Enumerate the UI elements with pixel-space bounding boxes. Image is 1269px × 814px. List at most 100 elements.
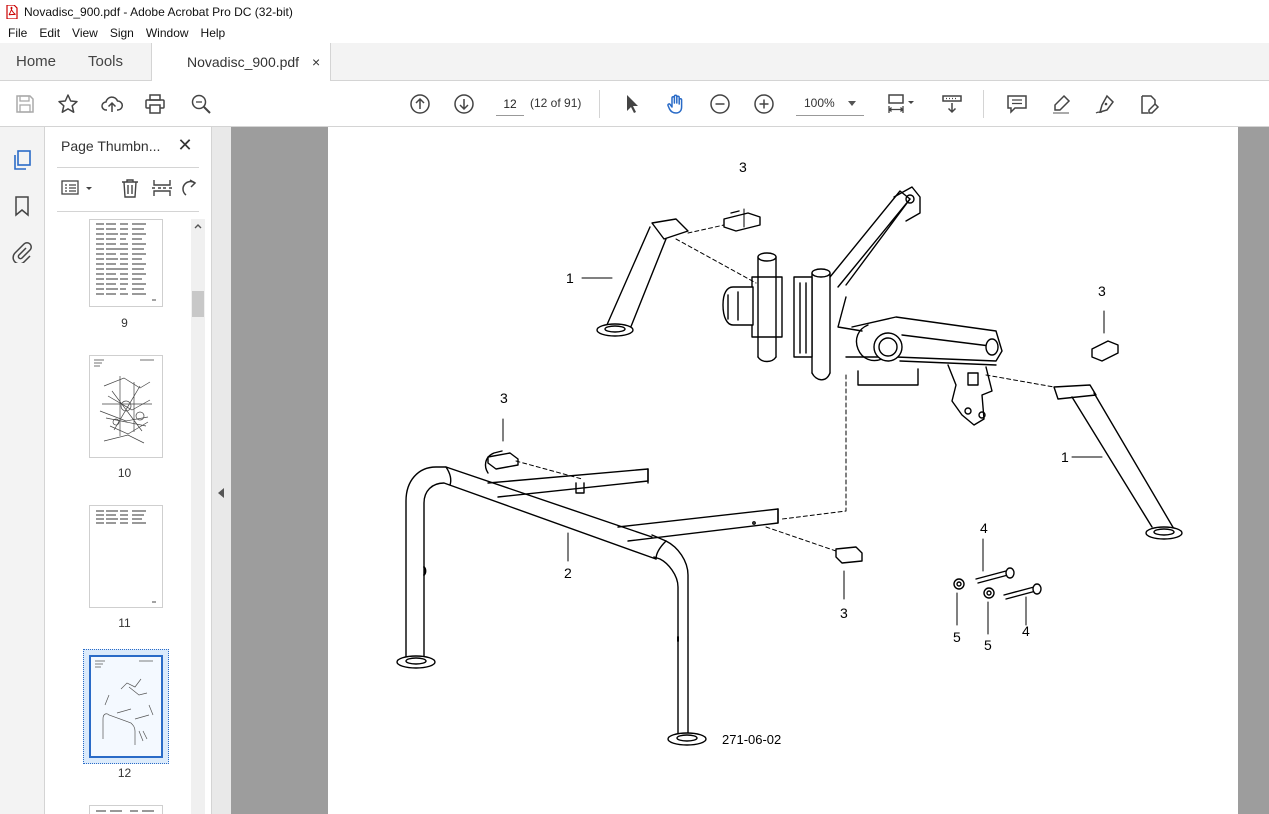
- menu-help[interactable]: Help: [200, 26, 226, 40]
- highlight-button[interactable]: [1049, 92, 1073, 116]
- callout-4-lower: 4: [1022, 623, 1030, 639]
- rotate-icon[interactable]: [181, 177, 199, 199]
- menu-edit[interactable]: Edit: [39, 26, 61, 40]
- thumbnail-page-11[interactable]: [89, 505, 163, 608]
- highlight-pen-icon: [1053, 94, 1071, 114]
- tab-tools[interactable]: Tools: [88, 53, 124, 70]
- menu-view[interactable]: View: [72, 26, 98, 40]
- bookmarks-button[interactable]: [9, 193, 35, 219]
- tab-document[interactable]: Novadisc_900.pdf ×: [151, 43, 331, 82]
- sign-pen-icon: [1095, 94, 1114, 114]
- toolbar: (12 of 91) 100%: [0, 81, 1269, 127]
- menu-sign[interactable]: Sign: [109, 26, 134, 40]
- tab-close-button[interactable]: ×: [312, 54, 321, 70]
- menu-file[interactable]: File: [8, 26, 28, 40]
- zoom-in-button[interactable]: [752, 92, 776, 116]
- title-bar: Novadisc_900.pdf - Adobe Acrobat Pro DC …: [0, 0, 1269, 23]
- comment-button[interactable]: [1005, 92, 1029, 116]
- scroll-mode-button[interactable]: [940, 92, 964, 116]
- callout-3-bottom: 3: [840, 605, 848, 621]
- callout-5-right: 5: [984, 637, 992, 653]
- star-icon: [58, 94, 78, 113]
- fit-page-button[interactable]: [884, 92, 918, 116]
- thumbnail-options-icon[interactable]: [61, 178, 95, 198]
- zoom-out-icon: [710, 94, 730, 114]
- acrobat-app-icon: [6, 4, 18, 19]
- callout-3-top: 3: [739, 159, 747, 175]
- zoom-out-button[interactable]: [708, 92, 732, 116]
- zoom-level-value: 100%: [804, 96, 835, 110]
- select-tool-button[interactable]: [620, 92, 644, 116]
- callout-3-left: 3: [500, 390, 508, 406]
- comment-icon: [1007, 95, 1027, 114]
- page-count: (12 of 91): [530, 96, 582, 110]
- callout-4-upper: 4: [980, 520, 988, 536]
- hand-icon: [667, 94, 683, 114]
- page-thumbnails-icon: [14, 150, 31, 170]
- chevron-left-icon: [218, 488, 224, 498]
- sign-button[interactable]: [1093, 92, 1117, 116]
- find-button[interactable]: [189, 92, 213, 116]
- edit-pdf-button[interactable]: [1137, 92, 1161, 116]
- thumbnail-label-9: 9: [121, 316, 128, 330]
- panel-divider: [57, 211, 199, 212]
- panel-title: Page Thumbn...: [61, 138, 161, 154]
- page-thumbnails-button[interactable]: [9, 147, 35, 173]
- toolbar-divider: [599, 90, 600, 118]
- previous-page-button[interactable]: [408, 92, 432, 116]
- callout-5-left: 5: [953, 629, 961, 645]
- arrow-down-circle-icon: [454, 94, 474, 114]
- save-button[interactable]: [13, 92, 37, 116]
- upload-button[interactable]: [100, 92, 124, 116]
- bookmark-star-button[interactable]: [56, 92, 80, 116]
- thumbnail-page-9[interactable]: [89, 219, 163, 307]
- pdf-page: 3 1 3 3 1 2 3 4 5 5 4 271-06-02: [328, 127, 1238, 814]
- panel-close-button[interactable]: ✕: [177, 135, 193, 155]
- callout-1-left: 1: [566, 270, 574, 286]
- chevron-down-icon: [848, 101, 856, 106]
- trash-icon[interactable]: [119, 177, 141, 199]
- edit-document-icon: [1141, 95, 1160, 114]
- tab-bar: Home Tools Novadisc_900.pdf ×: [0, 43, 1269, 82]
- panel-collapse-handle[interactable]: [212, 127, 231, 814]
- panel-divider: [57, 167, 199, 168]
- scroll-mode-icon: [942, 95, 962, 114]
- thumbnail-page-10[interactable]: [89, 355, 163, 458]
- thumbnail-image: [96, 510, 156, 603]
- toolbar-divider: [983, 90, 984, 118]
- zoom-level-select[interactable]: 100%: [796, 92, 864, 116]
- fit-page-icon: [888, 94, 914, 113]
- hand-tool-button[interactable]: [664, 92, 688, 116]
- search-zoom-icon: [191, 94, 211, 114]
- navigation-rail: [0, 127, 45, 814]
- thumbnail-scrollbar[interactable]: [191, 219, 205, 814]
- callout-2: 2: [564, 565, 572, 581]
- menu-window[interactable]: Window: [145, 26, 189, 40]
- thumbnail-label-10: 10: [117, 466, 132, 480]
- document-view[interactable]: 3 1 3 3 1 2 3 4 5 5 4 271-06-02: [231, 127, 1269, 814]
- arrow-up-circle-icon: [410, 94, 430, 114]
- next-page-button[interactable]: [452, 92, 476, 116]
- thumbnail-image: [96, 810, 154, 812]
- chevron-up-icon[interactable]: [193, 221, 203, 231]
- upload-icon: [101, 96, 123, 112]
- cursor-arrow-icon: [627, 95, 638, 113]
- tab-home[interactable]: Home: [16, 53, 57, 70]
- page-number-input[interactable]: [496, 92, 524, 116]
- print-icon: [145, 94, 165, 114]
- thumbnail-page-12[interactable]: [89, 655, 163, 758]
- bookmark-icon: [15, 196, 29, 217]
- save-icon: [16, 95, 34, 113]
- thumbnail-image: [91, 657, 161, 756]
- scrollbar-thumb[interactable]: [192, 291, 204, 317]
- print-button[interactable]: [143, 92, 167, 116]
- extract-pages-icon[interactable]: [151, 177, 173, 199]
- thumbnail-list[interactable]: 9 10: [57, 219, 192, 814]
- thumbnail-image: [94, 359, 154, 444]
- thumbnail-page-13[interactable]: [89, 805, 163, 814]
- thumbnail-label-11: 11: [118, 616, 131, 630]
- attachments-button[interactable]: [9, 239, 35, 265]
- callout-1-right: 1: [1061, 449, 1069, 465]
- menu-bar: File Edit View Sign Window Help: [0, 23, 1269, 43]
